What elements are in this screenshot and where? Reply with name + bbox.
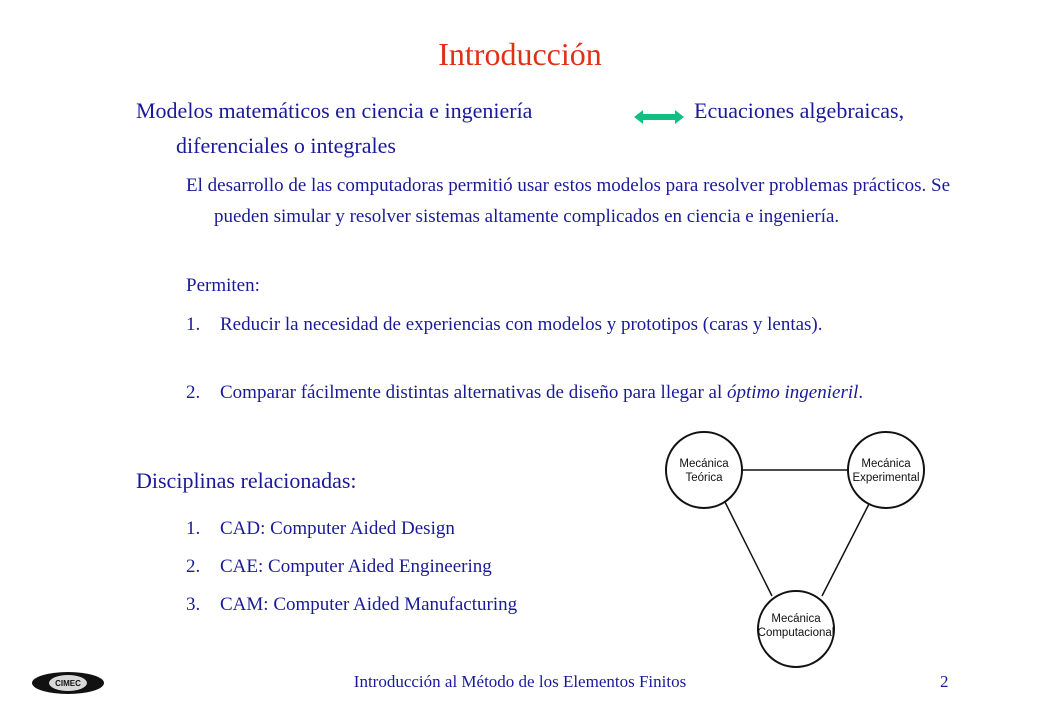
- cimec-logo: CIMEC: [32, 672, 104, 694]
- logo-text: CIMEC: [55, 679, 81, 688]
- node-label: Mecánica: [679, 458, 729, 470]
- list-item-number: 2.: [186, 556, 201, 577]
- list-item-number: 1.: [186, 314, 201, 335]
- list-item-text: Comparar fácilmente distintas alternativ…: [220, 377, 926, 408]
- connector-line: [723, 499, 773, 597]
- page-number: 2: [940, 672, 949, 691]
- node-mecanica-teorica: Mecánica Teórica: [665, 431, 743, 509]
- list-item-text-emphasis: óptimo ingenieril: [727, 382, 859, 403]
- list-item-number: 2.: [186, 382, 201, 403]
- list-item-text: Reducir la necesidad de experiencias con…: [220, 314, 823, 335]
- list-item: 3. CAM: Computer Aided Manufacturing: [186, 589, 517, 620]
- list-item-number: 3.: [186, 594, 201, 615]
- double-arrow-icon: [634, 110, 684, 124]
- mechanics-diagram: Mecánica Teórica Mecánica Experimental M…: [665, 431, 925, 668]
- node-label: Experimental: [852, 472, 919, 484]
- connector-line: [821, 501, 871, 597]
- node-label: Mecánica: [861, 458, 911, 470]
- list-item: 2. CAE: Computer Aided Engineering: [186, 551, 492, 582]
- intro-paragraph: El desarrollo de las computadoras permit…: [186, 175, 950, 227]
- permiten-label: Permiten:: [186, 275, 260, 296]
- footer-title: Introducción al Método de los Elementos …: [353, 672, 687, 691]
- node-label: Teórica: [685, 472, 723, 484]
- list-item: 1. Reducir la necesidad de experiencias …: [186, 309, 906, 340]
- node-mecanica-computacional: Mecánica Computacional: [757, 590, 835, 668]
- node-label: Computacional: [758, 627, 835, 639]
- section1-heading-right: Ecuaciones algebraicas,: [694, 98, 905, 123]
- section1-heading-continuation: diferenciales o integrales: [176, 133, 396, 158]
- list-item-text-main: Comparar fácilmente distintas alternativ…: [220, 382, 727, 403]
- section2-heading: Disciplinas relacionadas:: [136, 468, 357, 493]
- slide-title: Introducción: [438, 36, 602, 72]
- list-item: 2. Comparar fácilmente distintas alterna…: [186, 377, 926, 408]
- node-label: Mecánica: [771, 613, 821, 625]
- list-item: 1. CAD: Computer Aided Design: [186, 513, 455, 544]
- list-item-text-end: .: [858, 382, 864, 403]
- list-item-text: CAM: Computer Aided Manufacturing: [220, 594, 518, 615]
- list-item-number: 1.: [186, 518, 201, 539]
- section1-heading-left: Modelos matemáticos en ciencia e ingenie…: [136, 98, 533, 123]
- node-mecanica-experimental: Mecánica Experimental: [847, 431, 925, 509]
- list-item-text: CAE: Computer Aided Engineering: [220, 556, 492, 577]
- list-item-text: CAD: Computer Aided Design: [220, 518, 455, 539]
